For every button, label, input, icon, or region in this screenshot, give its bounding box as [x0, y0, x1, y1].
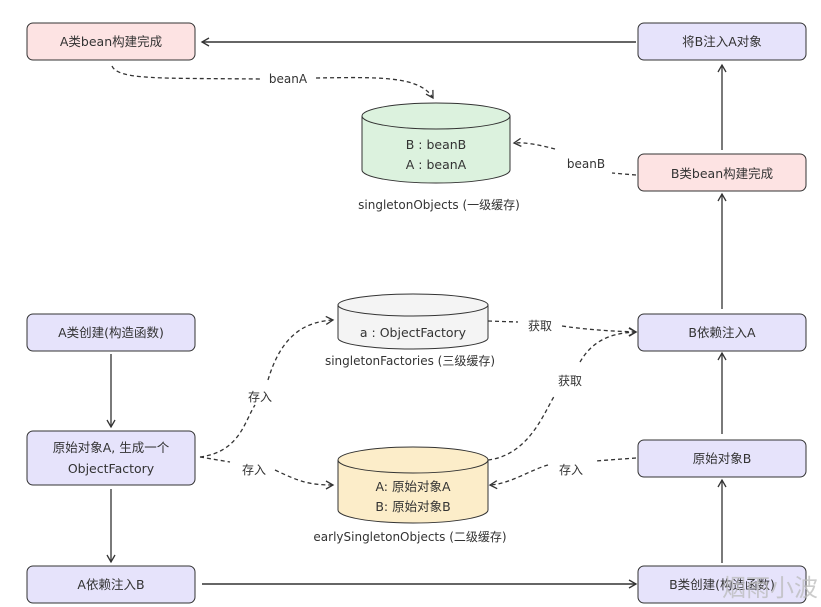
dashed-arrow-early-to-b-inject-a	[487, 332, 636, 461]
edge-label-bean-b: beanB	[567, 157, 605, 171]
svg-text:将B注入A对象: 将B注入A对象	[682, 34, 762, 49]
dashed-arrow-a-done-to-singleton-objects	[111, 65, 433, 98]
watermark: 烟雨小波	[722, 574, 818, 602]
dashed-arrow-raw-a-to-early	[199, 456, 333, 485]
cylinder-singleton-factories: a : ObjectFactory	[337, 293, 489, 350]
edge-label-store-factories: 存入	[248, 390, 272, 404]
edge-label-bean-a: beanA	[269, 72, 308, 86]
box-b-bean-done: B类bean构建完成	[637, 153, 807, 192]
edge-label-store-early-from-a: 存入	[242, 463, 266, 477]
edge-label-store-early-from-b: 存入	[559, 463, 583, 477]
edge-label-get-factories: 获取	[528, 319, 552, 333]
box-a-create: A类创建(构造函数)	[26, 313, 196, 352]
box-raw-b: 原始对象B	[637, 439, 807, 478]
svg-text:原始对象B: 原始对象B	[693, 451, 752, 466]
box-a-inject-b: A依赖注入B	[26, 565, 196, 604]
box-b-inject-a: B依赖注入A	[637, 313, 807, 352]
cache-entry: A: 原始对象A	[375, 479, 451, 494]
cylinder-singleton-objects: B : beanB A : beanA	[361, 102, 511, 184]
svg-text:ObjectFactory: ObjectFactory	[68, 461, 155, 476]
dashed-arrow-b-done-to-singleton-objects	[514, 143, 637, 176]
box-raw-a: 原始对象A, 生成一个 ObjectFactory	[26, 430, 196, 486]
caption-early-singleton-objects: earlySingletonObjects (二级缓存)	[313, 530, 506, 544]
box-b-create: B类创建(构造函数)	[637, 565, 807, 604]
edge-label-get-early: 获取	[558, 374, 582, 388]
caption-singleton-factories: singletonFactories (三级缓存)	[325, 354, 495, 368]
svg-text:B类创建(构造函数): B类创建(构造函数)	[669, 577, 775, 592]
caption-singleton-objects: singletonObjects (一级缓存)	[358, 198, 520, 212]
svg-text:B类bean构建完成: B类bean构建完成	[671, 166, 773, 181]
svg-text:A类创建(构造函数): A类创建(构造函数)	[58, 325, 164, 340]
box-a-bean-done: A类bean构建完成	[26, 22, 196, 61]
svg-text:B依赖注入A: B依赖注入A	[688, 325, 756, 340]
svg-text:A类bean构建完成: A类bean构建完成	[60, 34, 162, 49]
svg-text:A依赖注入B: A依赖注入B	[77, 577, 144, 592]
cylinder-early-singleton-objects: A: 原始对象A B: 原始对象B	[337, 446, 489, 524]
cache-entry: A : beanA	[406, 157, 467, 172]
svg-text:原始对象A, 生成一个: 原始对象A, 生成一个	[53, 440, 170, 455]
cache-entry: B : beanB	[406, 137, 467, 152]
cache-entry: B: 原始对象B	[375, 499, 450, 514]
dashed-arrow-raw-b-to-early	[490, 457, 637, 485]
cache-entry: a : ObjectFactory	[360, 325, 467, 340]
dashed-arrow-factories-to-b-inject-a	[487, 320, 636, 332]
box-inject-b-into-a: 将B注入A对象	[637, 22, 807, 61]
dashed-arrow-raw-a-to-factories	[199, 320, 333, 458]
